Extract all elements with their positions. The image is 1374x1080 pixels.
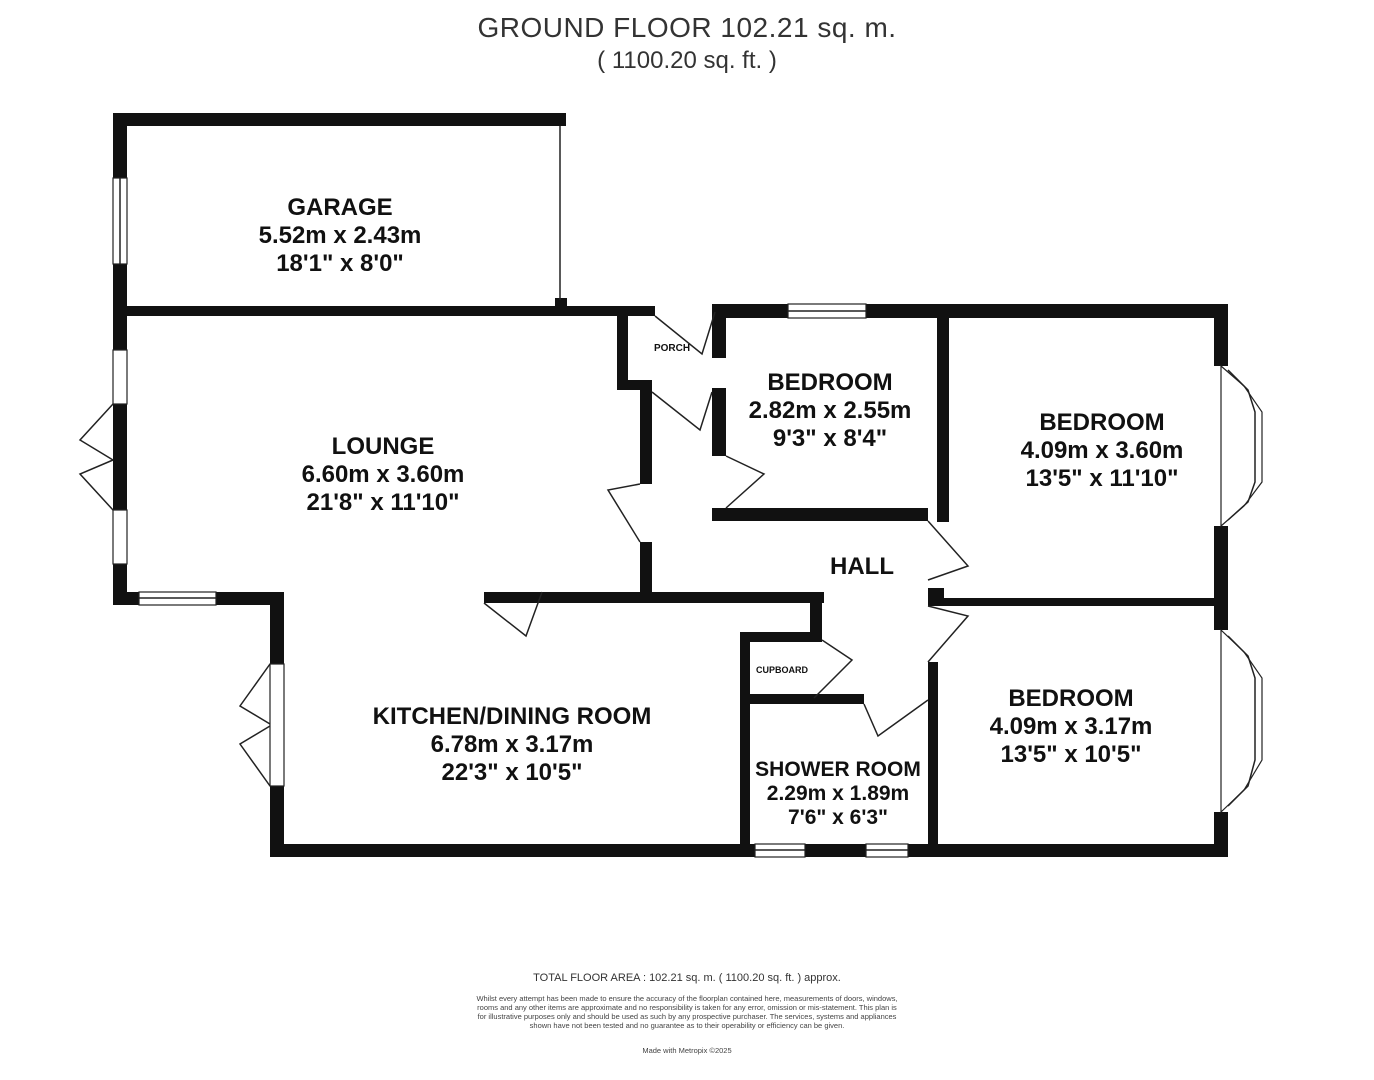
- disclaimer: Whilst every attempt has been made to en…: [476, 994, 898, 1030]
- room-imperial: 21'8" x 11'10": [307, 489, 460, 516]
- room-metric: 2.29m x 1.89m: [767, 782, 909, 805]
- room-metric: 4.09m x 3.60m: [1021, 437, 1184, 464]
- room-name: HALL: [830, 553, 894, 580]
- walls: [113, 113, 1228, 857]
- room-name: CUPBOARD: [756, 665, 809, 675]
- floor-title: GROUND FLOOR 102.21 sq. m.: [477, 12, 897, 43]
- room-porch: PORCH: [654, 343, 690, 354]
- credit: Made with Metropix ©2025: [642, 1046, 732, 1055]
- room-metric: 6.60m x 3.60m: [302, 461, 465, 488]
- room-name: SHOWER ROOM: [755, 758, 921, 781]
- room-name: BEDROOM: [767, 369, 892, 396]
- windows: [112, 177, 909, 858]
- room-imperial: 13'5" x 10'5": [1001, 741, 1142, 768]
- room-metric: 2.82m x 2.55m: [749, 397, 912, 424]
- room-bedroom-rear: BEDROOM 4.09m x 3.17m 13'5" x 10'5": [990, 685, 1153, 768]
- room-imperial: 18'1" x 8'0": [276, 250, 404, 277]
- room-metric: 4.09m x 3.17m: [990, 713, 1153, 740]
- room-imperial: 7'6" x 6'3": [788, 806, 888, 829]
- room-metric: 5.52m x 2.43m: [259, 222, 422, 249]
- room-imperial: 22'3" x 10'5": [442, 759, 583, 786]
- room-lounge: LOUNGE 6.60m x 3.60m 21'8" x 11'10": [302, 433, 465, 516]
- room-imperial: 13'5" x 11'10": [1026, 465, 1179, 492]
- room-metric: 6.78m x 3.17m: [431, 731, 594, 758]
- room-name: GARAGE: [287, 194, 392, 221]
- bay-windows: [1220, 364, 1263, 814]
- room-bedroom-front: BEDROOM 4.09m x 3.60m 13'5" x 11'10": [1021, 409, 1184, 492]
- room-name: PORCH: [654, 343, 690, 354]
- room-hall: HALL: [830, 553, 894, 580]
- total-floor-area: TOTAL FLOOR AREA : 102.21 sq. m. ( 1100.…: [533, 972, 841, 984]
- room-shower: SHOWER ROOM 2.29m x 1.89m 7'6" x 6'3": [755, 758, 921, 829]
- room-name: KITCHEN/DINING ROOM: [373, 703, 652, 730]
- room-garage: GARAGE 5.52m x 2.43m 18'1" x 8'0": [259, 194, 422, 277]
- room-name: BEDROOM: [1039, 409, 1164, 436]
- room-name: BEDROOM: [1008, 685, 1133, 712]
- room-imperial: 9'3" x 8'4": [773, 425, 887, 452]
- room-cupboard: CUPBOARD: [756, 665, 809, 675]
- floor-subtitle: ( 1100.20 sq. ft. ): [597, 47, 777, 74]
- room-bedroom-small: BEDROOM 2.82m x 2.55m 9'3" x 8'4": [749, 369, 912, 452]
- door-swings: [78, 126, 970, 787]
- room-kitchen: KITCHEN/DINING ROOM 6.78m x 3.17m 22'3" …: [373, 703, 652, 786]
- room-name: LOUNGE: [332, 433, 435, 460]
